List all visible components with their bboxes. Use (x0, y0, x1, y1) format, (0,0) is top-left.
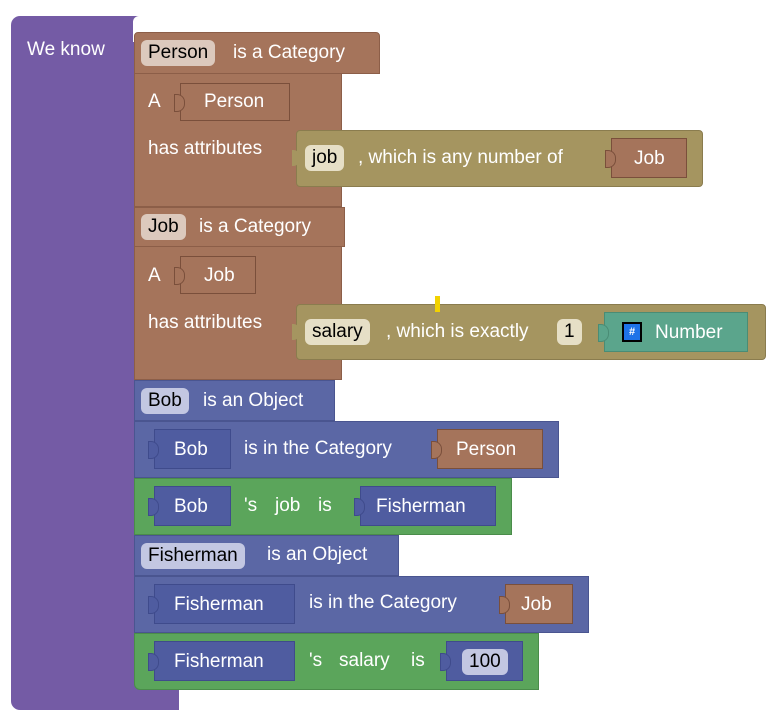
category-value-block[interactable] (437, 429, 543, 469)
puzzle-tab-icon (598, 324, 609, 342)
puzzle-tab-icon (292, 150, 301, 166)
puzzle-tab-icon (148, 653, 159, 671)
subject-text: Bob (174, 496, 208, 517)
attribute-count-field[interactable]: 1 (557, 319, 582, 345)
attribute-text: , which is exactly (386, 321, 529, 342)
subject-text: Bob (174, 439, 208, 460)
subject-block[interactable] (154, 641, 295, 681)
category-name-field[interactable]: Job (141, 214, 186, 240)
puzzle-tab-icon (292, 324, 301, 340)
in-category-text: is in the Category (309, 592, 457, 613)
puzzle-tab-icon (499, 596, 510, 614)
category-value-block[interactable] (505, 584, 573, 624)
we-know-label: We know (27, 39, 105, 60)
a-value-block[interactable] (180, 83, 290, 121)
puzzle-tab-icon (174, 267, 185, 285)
puzzle-tab-icon (174, 94, 185, 112)
category-suffix-text: is a Category (199, 216, 311, 237)
category-name-field[interactable]: Person (141, 40, 216, 66)
puzzle-tab-icon (148, 441, 159, 459)
attribute-type-text: Job (634, 148, 665, 169)
attribute-type-block[interactable] (611, 138, 687, 178)
property-value-text: Fisherman (376, 496, 466, 517)
property-value-field[interactable]: 100 (462, 649, 508, 675)
puzzle-tab-icon (354, 498, 365, 516)
possessive-text: 's (309, 650, 323, 671)
object-suffix-text: is an Object (203, 390, 304, 411)
a-label: A (148, 265, 161, 286)
object-name-field[interactable]: Fisherman (141, 543, 245, 569)
attribute-text: , which is any number of (358, 147, 563, 168)
puzzle-tab-icon (148, 596, 159, 614)
in-category-text: is in the Category (244, 438, 392, 459)
a-value-text: Job (204, 265, 235, 286)
subject-block[interactable] (154, 429, 231, 469)
possessive-text: 's (244, 495, 258, 516)
category-value-text: Person (456, 439, 517, 460)
puzzle-tab-icon (148, 498, 159, 516)
puzzle-tab-icon (431, 441, 442, 459)
has-attributes-label: has attributes (148, 312, 263, 333)
subject-text: Fisherman (174, 594, 264, 615)
is-text: is (411, 650, 425, 671)
subject-block[interactable] (154, 584, 295, 624)
attribute-type-text: Number (655, 322, 723, 343)
category-value-text: Job (521, 594, 552, 615)
object-suffix-text: is an Object (267, 544, 368, 565)
a-value-block[interactable] (180, 256, 256, 294)
property-name-text[interactable]: job (275, 495, 301, 516)
attribute-name-field[interactable]: salary (305, 319, 370, 345)
puzzle-tab-icon (605, 150, 616, 168)
puzzle-tab-icon (440, 653, 451, 671)
subject-block[interactable] (154, 486, 231, 526)
object-name-field[interactable]: Bob (141, 388, 189, 414)
number-type-icon: # (622, 322, 642, 342)
attribute-name-field[interactable]: job (305, 145, 345, 171)
subject-text: Fisherman (174, 651, 264, 672)
insertion-marker (435, 296, 440, 312)
is-text: is (318, 495, 332, 516)
a-value-text: Person (204, 91, 265, 112)
category-suffix-text: is a Category (233, 42, 345, 63)
has-attributes-label: has attributes (148, 138, 263, 159)
a-label: A (148, 91, 161, 112)
property-name-text[interactable]: salary (339, 650, 390, 671)
